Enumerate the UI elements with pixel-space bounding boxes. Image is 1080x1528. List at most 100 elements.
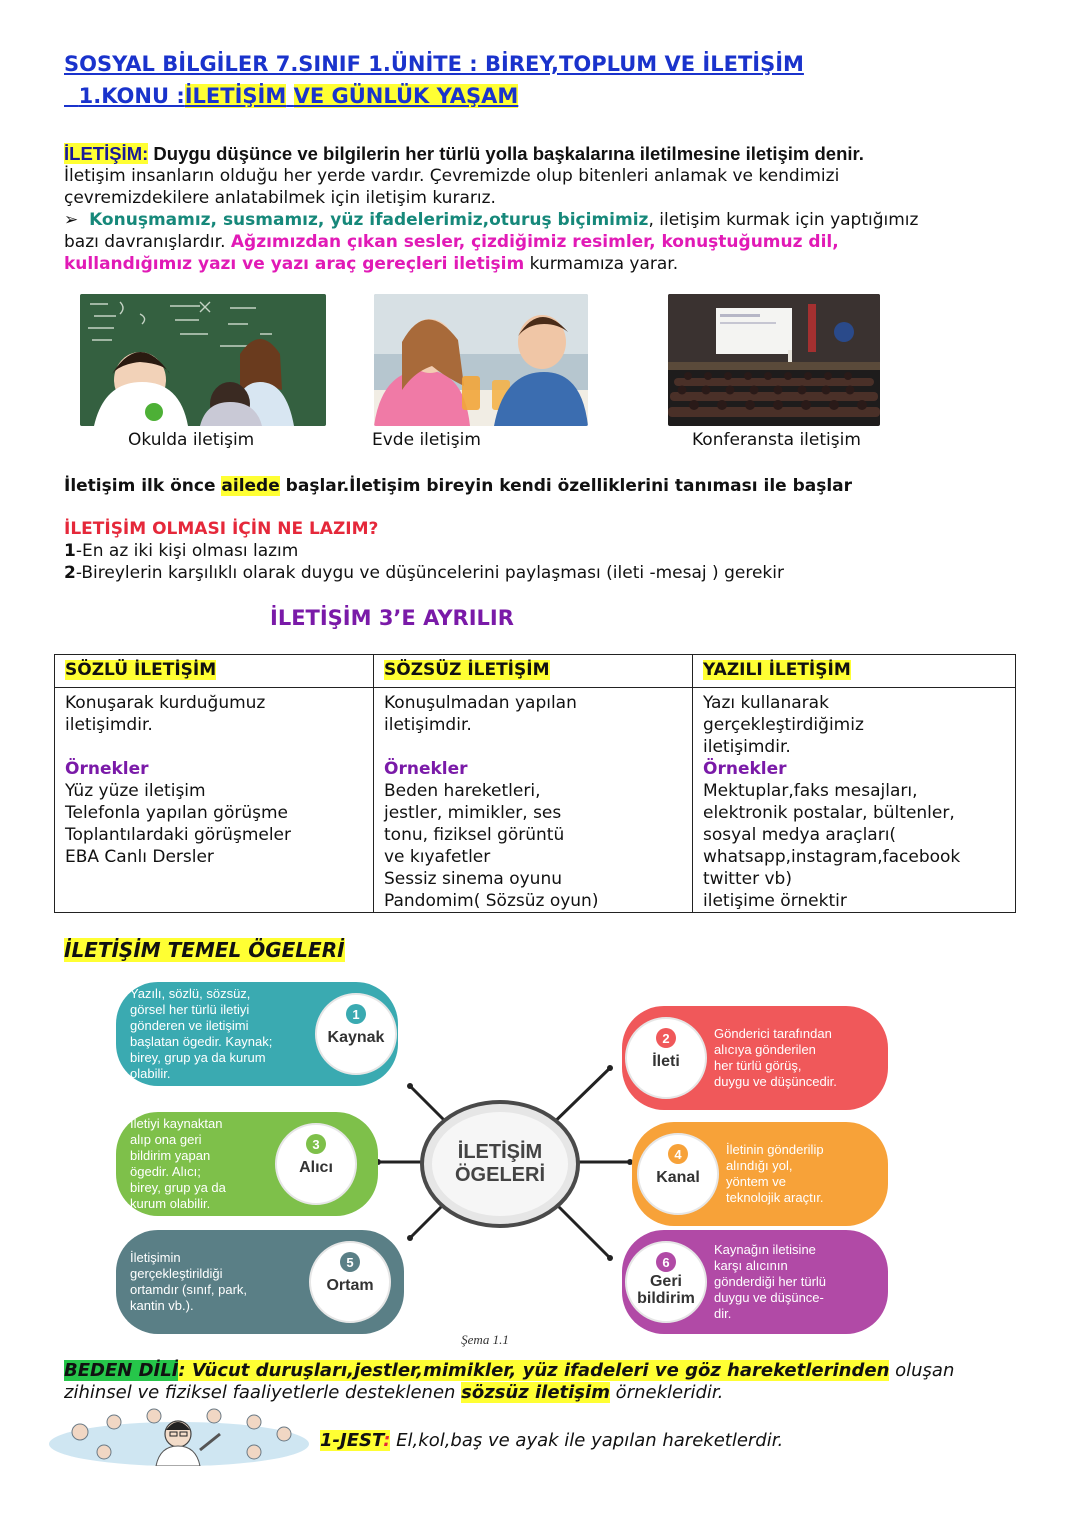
cell-desc-line: iletişimdir.: [384, 715, 472, 735]
cell-desc-line: iletişimdir.: [65, 715, 153, 735]
diagram-label: Ortam: [326, 1277, 373, 1294]
diagram-number: 5: [346, 1255, 353, 1270]
diagram-description-line: alıcıya gönderilen: [714, 1042, 816, 1057]
diagram-number: 4: [674, 1147, 682, 1162]
diagram-number: 2: [662, 1031, 669, 1046]
body-language-line-2: zihinsel ve fiziksel faaliyetlerle deste…: [64, 1382, 1024, 1404]
table-header-cell: SÖZSÜZ İLETİŞİM: [373, 654, 693, 688]
diagram-label: Alıcı: [299, 1159, 333, 1176]
jest-definition: 1-JEST: El,kol,baş ve ayak ile yapılan h…: [320, 1430, 783, 1451]
diagram-description-line: alıp ona geri: [130, 1132, 202, 1147]
body-language-line-2-hl: sözsüz iletişim: [461, 1382, 610, 1403]
examples-label: Örnekler: [65, 759, 149, 779]
diagram-label-circle: [309, 1241, 391, 1323]
example-item: twitter vb): [703, 869, 792, 889]
diagram-description-line: gönderen ve iletişimi: [130, 1018, 249, 1033]
diagram-number-badge: [340, 1252, 360, 1272]
diagram-description-line: duygu ve düşünce-: [714, 1290, 824, 1305]
example-item: tonu, fiziksel görüntü: [384, 825, 565, 845]
jest-term: 1-JEST:: [320, 1430, 391, 1451]
diagram-description-line: ögedir. Alıcı;: [130, 1164, 201, 1179]
diagram-description-line: İletiyi kaynaktan: [130, 1116, 223, 1131]
example-item: Pandomim( Sözsüz oyun): [384, 891, 599, 911]
example-item: Sessiz sinema oyunu: [384, 869, 562, 889]
body-language-term-text: BEDEN DİLİ: [64, 1360, 179, 1381]
intro-line-5-rest: kurmamıza yarar.: [524, 254, 679, 274]
types-heading: İLETİŞİM 3’E AYRILIR: [270, 606, 514, 630]
center-label-line-2: ÖGELERİ: [455, 1163, 545, 1186]
topic-highlight-2: VE GÜNLÜK YAŞAM: [293, 84, 519, 108]
intro-line-4-start: bazı davranışlardır.: [64, 232, 231, 252]
family-start: İletişim ilk önce: [64, 476, 222, 496]
need-item-1: 1-En az iki kişi olması lazım: [64, 540, 1024, 562]
intro-line-5: kullandığımız yazı ve yazı araç gereçler…: [64, 253, 1024, 275]
photo-caption-school: Okulda iletişim: [128, 430, 255, 450]
photo-caption-conference: Konferansta iletişim: [692, 430, 861, 450]
definition: İLETİŞİM: Duygu düşünce ve bilgilerin he…: [64, 143, 1024, 165]
example-item: ve kıyafetler: [384, 847, 491, 867]
diagram-label: Kaynak: [328, 1029, 385, 1046]
diagram-description-line: Yazılı, sözlü, sözsüz,: [130, 986, 250, 1001]
header-yazili: YAZILI İLETİŞİM: [703, 660, 851, 680]
diagram-label: Geri: [650, 1273, 682, 1290]
jest-colon: :: [383, 1430, 391, 1451]
diagram-description-line: Gönderici tarafından: [714, 1026, 832, 1041]
school-photo: [80, 294, 326, 426]
diagram-description-line: birey, grup ya da: [130, 1180, 227, 1195]
examples-label: Örnekler: [703, 759, 787, 779]
topic-highlight-1: İLETİŞİM: [184, 84, 287, 108]
diagram-number: 1: [352, 1007, 359, 1022]
family-end: başlar.İletişim bireyin kendi özellikler…: [279, 476, 853, 496]
table-cell-sozlu: Konuşarak kurduğumuz iletişimdir. Örnekl…: [54, 687, 374, 913]
family-statement: İletişim ilk önce ailede başlar.İletişim…: [64, 475, 1024, 497]
table-row: Konuşarak kurduğumuz iletişimdir. Örnekl…: [54, 687, 1016, 913]
diagram-description-line: teknolojik araçtır.: [726, 1190, 824, 1205]
intro-line-4-pink: Ağzımızdan çıkan sesler, çizdiğimiz resi…: [230, 232, 839, 252]
definition-text: Duygu düşünce ve bilgilerin her türlü yo…: [148, 143, 864, 164]
examples-label: Örnekler: [384, 759, 468, 779]
photo-caption-home: Evde iletişim: [372, 430, 481, 450]
need-item-2-num: 2: [64, 563, 76, 583]
table-header-row: SÖZLÜ İLETİŞİM SÖZSÜZ İLETİŞİM YAZILI İL…: [54, 654, 1016, 688]
header-sozlu: SÖZLÜ İLETİŞİM: [65, 660, 217, 680]
center-label-line-1: İLETİŞİM: [458, 1140, 542, 1163]
diagram-label: bildirim: [637, 1290, 695, 1307]
table-cell-yazili: Yazı kullanarak gerçekleştirdiğimiz ilet…: [692, 687, 1016, 913]
body-language-line-2-end: örnekleridir.: [609, 1382, 724, 1403]
intro-bullet-teal: Konuşmamız, susmamız, yüz ifadelerimiz,o…: [89, 210, 649, 230]
diagram-number: 3: [312, 1137, 319, 1152]
diagram-caption: Şema 1.1: [461, 1332, 509, 1347]
need-item-2-text: -Bireylerin karşılıklı olarak duygu ve d…: [75, 563, 784, 583]
diagram-number-badge: [668, 1144, 688, 1164]
example-item: iletişime örnektir: [703, 891, 847, 911]
need-item-1-num: 1: [64, 541, 76, 561]
cell-desc-line: Yazı kullanarak: [703, 693, 829, 713]
need-item-2: 2-Bireylerin karşılıklı olarak duygu ve …: [64, 562, 1024, 584]
diagram-description-line: kurum olabilir.: [130, 1196, 210, 1211]
example-item: jestler, mimikler, ses: [384, 803, 562, 823]
intro-line-1: İletişim insanların olduğu her yerde var…: [64, 166, 840, 186]
diagram-description-line: dir.: [714, 1306, 731, 1321]
family-highlight: ailede: [221, 476, 280, 496]
diagram-item-ortam: 5Ortamİletişimingerçekleştirildiğiortamd…: [116, 1230, 404, 1334]
body-language-rest: oluşan: [889, 1360, 955, 1381]
example-item: sosyal medya araçları(: [703, 825, 897, 845]
diagram-description-line: Kaynağın iletisine: [714, 1242, 816, 1257]
example-item: Beden hareketleri,: [384, 781, 541, 801]
intro-bullet-rest: , iletişim kurmak için yaptığımız: [648, 210, 919, 230]
diagram-number: 6: [662, 1255, 669, 1270]
diagram-description-line: İletişimin: [130, 1250, 181, 1265]
diagram-description-line: ortamdır (sınıf, park,: [130, 1282, 247, 1297]
intro-bullet: ➢ Konuşmamız, susmamız, yüz ifadelerimiz…: [64, 209, 1024, 231]
body-language-term: BEDEN DİLİ: Vücut duruşları,jestler,mimi…: [64, 1360, 890, 1381]
body-language: BEDEN DİLİ: Vücut duruşları,jestler,mimi…: [64, 1360, 1024, 1382]
elements-heading-text: İLETİŞİM TEMEL ÖGELERİ: [64, 938, 345, 962]
diagram-label-circle: [625, 1017, 707, 1099]
cell-desc-line: Konuşarak kurduğumuz: [65, 693, 266, 713]
